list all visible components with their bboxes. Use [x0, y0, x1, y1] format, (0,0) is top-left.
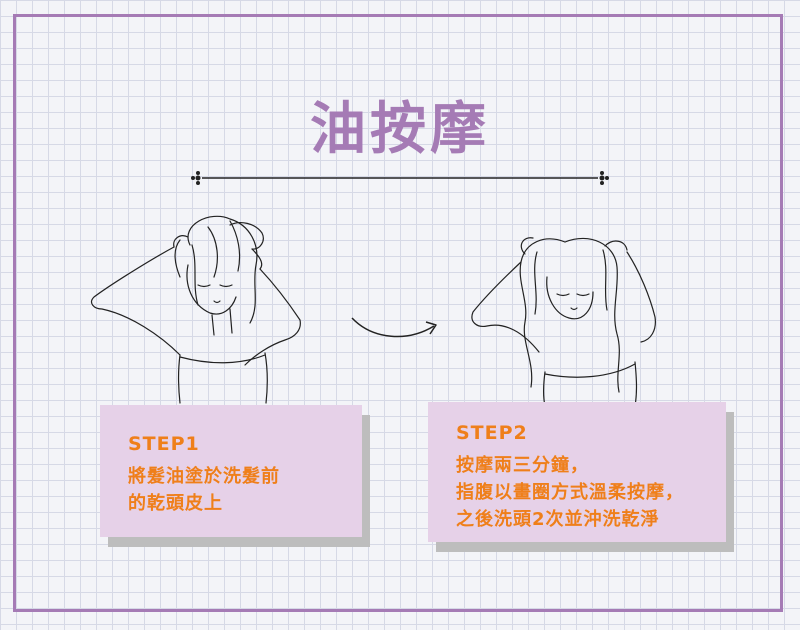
- step2-label: STEP2: [456, 422, 528, 444]
- step1-card: STEP1 將髮油塗於洗髮前 的乾頭皮上: [100, 405, 372, 550]
- card-panel: [428, 402, 726, 542]
- divider-ornament-icon: [599, 171, 609, 185]
- step2-text-line1: 按摩兩三分鐘，: [456, 455, 589, 476]
- step1-label: STEP1: [128, 433, 200, 455]
- step1-text-line2: 的乾頭皮上: [128, 493, 223, 514]
- title-divider: [191, 171, 609, 185]
- step2-card: STEP2 按摩兩三分鐘， 指腹以畫圈方式溫柔按摩， 之後洗頭2次並沖洗乾淨: [428, 402, 736, 554]
- card-panel: [100, 405, 362, 537]
- page-title: 油按摩: [310, 97, 490, 162]
- step2-text-line2: 指腹以畫圈方式溫柔按摩，: [456, 482, 684, 503]
- step2-text-line3: 之後洗頭2次並沖洗乾淨: [456, 509, 660, 530]
- page-frame: [13, 14, 783, 612]
- divider-ornament-icon: [191, 171, 201, 185]
- woman-illustration-step1: [90, 215, 301, 404]
- curved-arrow-icon: [351, 317, 437, 338]
- step1-text-line1: 將髮油塗於洗髮前: [128, 466, 280, 487]
- woman-illustration-step2: [471, 237, 656, 407]
